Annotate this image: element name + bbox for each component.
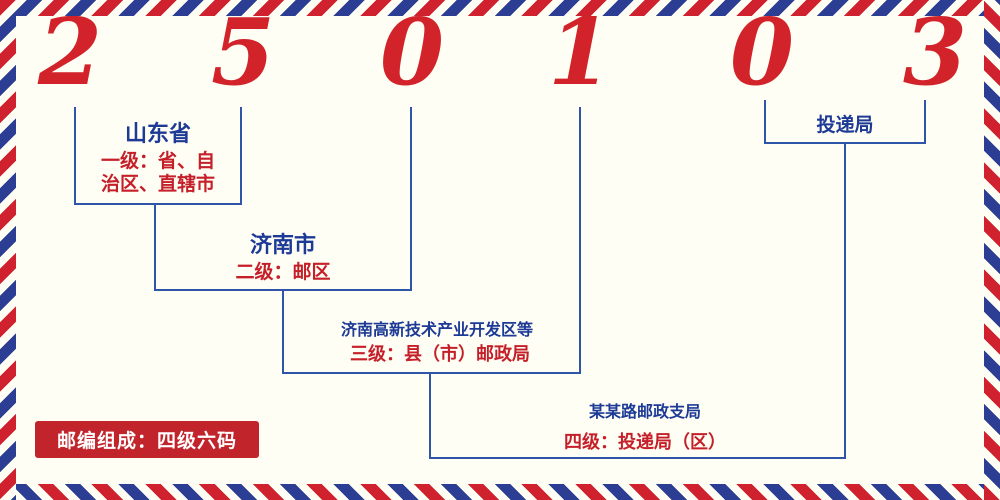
level1-bracket-left-line xyxy=(74,107,76,205)
delivery-drop-line xyxy=(844,142,846,459)
level4-place-label: 某某路邮政支局 xyxy=(588,402,702,421)
postal-digit-6: 3 xyxy=(902,0,968,106)
level3-bracket-bottom-line xyxy=(282,372,581,374)
level3-place-label: 济南高新技术产业开发区等 xyxy=(340,320,534,339)
level1-place-label: 山东省 xyxy=(124,122,192,147)
level4-bracket-bottom-line xyxy=(429,457,846,459)
level2-bracket-right-line xyxy=(410,107,412,291)
postal-digit-2: 5 xyxy=(210,0,276,106)
delivery-bracket-right-line xyxy=(924,100,926,144)
level3-bracket-right-line xyxy=(579,107,581,374)
airmail-border-left xyxy=(0,0,16,500)
level2-bracket-left-line xyxy=(154,203,156,291)
airmail-border-top xyxy=(0,0,1000,16)
postal-digit-4: 1 xyxy=(547,0,613,106)
level4-desc: 四级：投递局（区） xyxy=(564,432,726,453)
delivery-bracket-left-line xyxy=(764,100,766,144)
postal-digit-5: 0 xyxy=(729,0,795,106)
level3-desc: 三级：县（市）邮政局 xyxy=(350,344,530,365)
level1-bracket-bottom-line xyxy=(74,203,242,205)
level2-desc: 二级：邮区 xyxy=(235,261,331,283)
level3-bracket-left-line xyxy=(282,289,284,374)
level1-desc-line1: 一级：省、自 xyxy=(100,150,216,172)
level1-bracket-right-line xyxy=(240,107,242,205)
composition-badge: 邮编组成：四级六码 xyxy=(35,421,259,458)
airmail-border-bottom xyxy=(0,484,1000,500)
level4-bracket-left-line xyxy=(429,372,431,459)
postal-digit-3: 0 xyxy=(379,0,445,106)
level1-desc-line2: 治区、直辖市 xyxy=(100,173,216,195)
level2-place-label: 济南市 xyxy=(249,233,317,258)
postal-digit-1: 2 xyxy=(37,0,103,106)
delivery-place-label: 投递局 xyxy=(816,114,874,136)
airmail-border-right xyxy=(984,0,1000,500)
